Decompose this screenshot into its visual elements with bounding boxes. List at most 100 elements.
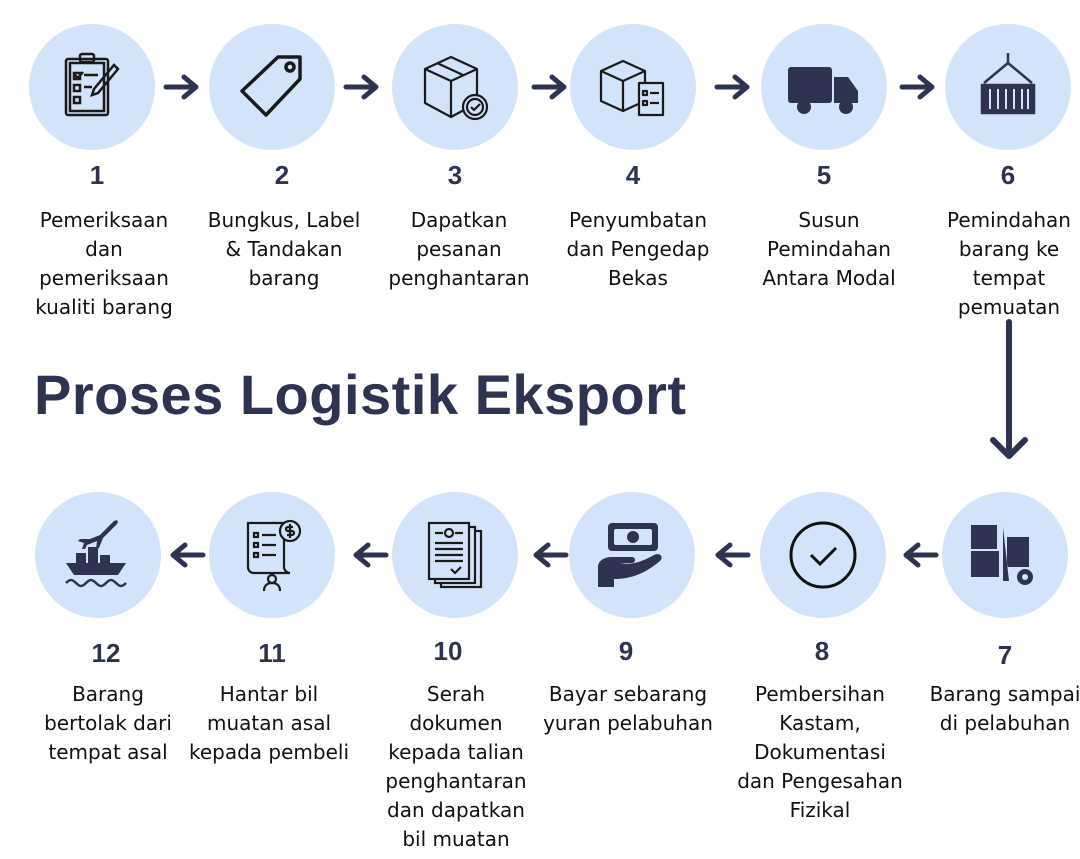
label-line: Dokumentasi	[754, 740, 886, 764]
step-1-number: 1	[89, 160, 105, 190]
label-line: kepada talian	[388, 740, 524, 764]
step-6-number: 6	[1000, 160, 1016, 190]
invoice-person-icon	[246, 519, 302, 592]
arrow-right-icon	[163, 74, 199, 100]
step-4-circle	[570, 24, 696, 150]
forklift-container-icon	[971, 525, 1033, 585]
step-9-label: Bayar sebarang yuran pelabuhan	[538, 680, 718, 738]
label-line: Pemeriksaan	[39, 208, 169, 232]
step-7-number: 7	[997, 640, 1013, 670]
label-line: Fizikal	[789, 798, 851, 822]
label-line: bertolak dari	[44, 711, 172, 735]
label-line: Bungkus, Label	[207, 208, 361, 232]
step-12-number: 12	[91, 638, 121, 668]
plane-ship-icon	[65, 520, 127, 588]
label-line: barang ke	[958, 237, 1060, 261]
step-9-circle	[569, 492, 695, 618]
label-line: yuran pelabuhan	[543, 711, 713, 735]
label-line: Hantar bil	[219, 682, 319, 706]
step-2-circle	[209, 24, 335, 150]
step-3-circle	[392, 24, 518, 150]
label-line: Barang sampai	[929, 682, 1080, 706]
step-11-number: 11	[258, 638, 286, 668]
label-line: muatan asal	[206, 711, 332, 735]
page-title: Proses Logistik Eksport	[34, 363, 687, 426]
step-7-circle	[942, 492, 1068, 618]
step-2-label: Bungkus, Label & Tandakan barang	[194, 206, 374, 293]
label-line: dan	[85, 237, 123, 261]
arrow-right-icon	[343, 74, 379, 100]
arrow-right-icon	[714, 74, 750, 100]
step-7-label: Barang sampai di pelabuhan	[915, 680, 1080, 738]
label-line: Pemindahan	[767, 237, 891, 261]
label-line: kualiti barang	[35, 295, 173, 319]
step-8-circle	[760, 492, 886, 618]
documents-icon	[427, 521, 483, 589]
label-line: penghantaran	[388, 266, 530, 290]
label-line: Pembersihan	[755, 682, 885, 706]
label-line: Barang	[72, 682, 144, 706]
arrow-left-icon	[533, 542, 569, 568]
step-10-number: 10	[433, 636, 463, 666]
step-12-label: Barang bertolak dari tempat asal	[18, 680, 198, 767]
hand-money-icon	[598, 523, 662, 587]
label-line: bil muatan	[402, 827, 510, 851]
label-line: dan dapatkan	[387, 798, 525, 822]
step-2-number: 2	[274, 160, 290, 190]
label-line: Bayar sebarang	[548, 682, 708, 706]
label-line: Bekas	[608, 266, 668, 290]
label-line: barang	[248, 266, 320, 290]
step-5-number: 5	[816, 160, 832, 190]
label-line: Pemindahan	[947, 208, 1071, 232]
step-11-circle	[209, 492, 335, 618]
arrow-left-icon	[353, 542, 389, 568]
label-line: di pelabuhan	[939, 711, 1071, 735]
step-5-circle	[761, 24, 887, 150]
label-line: dan Pengedap	[566, 237, 710, 261]
arrow-left-icon	[715, 542, 751, 568]
label-line: dan Pengesahan	[737, 769, 903, 793]
tag-icon	[240, 55, 302, 117]
step-11-label: Hantar bil muatan asal kepada pembeli	[179, 680, 359, 767]
label-line: Antara Modal	[762, 266, 896, 290]
step-1-circle	[29, 24, 155, 150]
step-1-label: Pemeriksaan dan pemeriksaan kualiti barang	[14, 206, 194, 322]
crane-container-icon	[980, 53, 1036, 115]
step-9-number: 9	[618, 636, 634, 666]
step-8-number: 8	[814, 636, 830, 666]
arrow-left-icon	[903, 542, 939, 568]
label-line: Penyumbatan	[568, 208, 708, 232]
arrow-left-icon	[170, 542, 206, 568]
arrow-right-icon	[899, 74, 935, 100]
step-6-circle	[945, 24, 1071, 150]
box-check-icon	[423, 55, 489, 121]
label-line: Kastam,	[779, 711, 861, 735]
label-line: tempat asal	[48, 740, 168, 764]
step-4-number: 4	[625, 160, 641, 190]
label-line: Dapatkan	[410, 208, 508, 232]
label-line: pesanan	[416, 237, 502, 261]
label-line: Serah	[426, 682, 486, 706]
step-10-circle	[392, 492, 518, 618]
arrow-right-icon	[531, 74, 567, 100]
label-line: pemuatan	[957, 295, 1061, 319]
step-6-label: Pemindahan barang ke tempat pemuatan	[919, 206, 1080, 322]
step-3-number: 3	[447, 160, 463, 190]
label-line: pemeriksaan	[39, 266, 169, 290]
clipboard-checklist-icon	[64, 52, 120, 117]
step-10-label: Serah dokumen kepada talian penghantaran dan…	[366, 680, 546, 854]
label-line: kepada pembeli	[188, 740, 350, 764]
label-line: penghantaran	[385, 769, 527, 793]
label-line: Susun	[798, 208, 860, 232]
step-12-circle	[35, 492, 161, 618]
label-line: tempat	[972, 266, 1046, 290]
step-3-label: Dapatkan pesanan penghantaran	[369, 206, 549, 293]
check-circle-icon	[789, 521, 857, 589]
truck-icon	[788, 67, 858, 114]
label-line: & Tandakan	[225, 237, 343, 261]
label-line: dokumen	[409, 711, 503, 735]
arrow-down-icon	[990, 319, 1028, 459]
